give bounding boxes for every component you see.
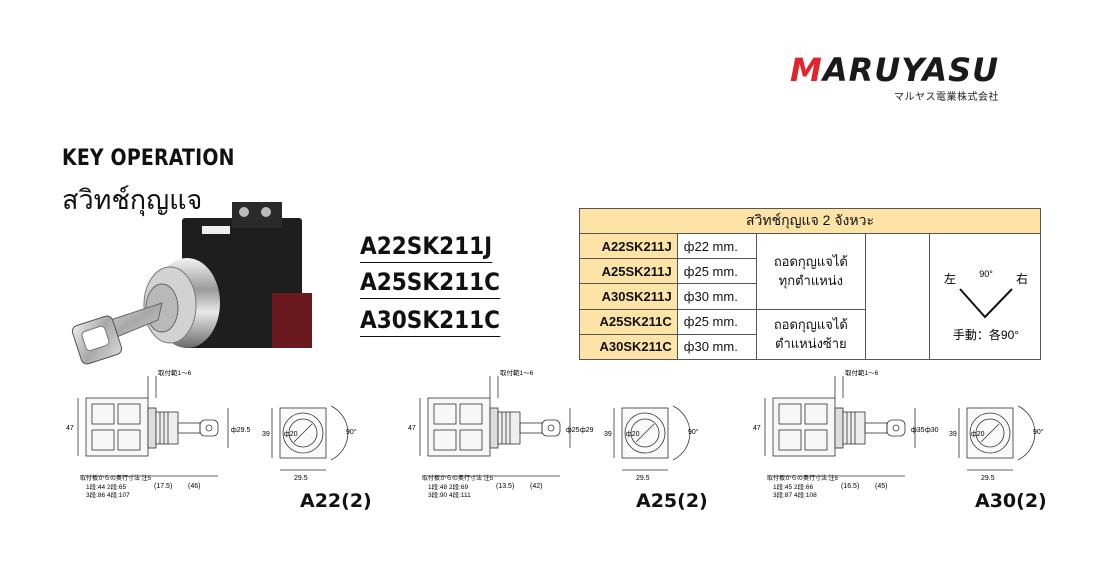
table-row: A25SK211J ф25 mm. xyxy=(579,258,1041,285)
dim-angle: 90° xyxy=(346,428,357,436)
table-row: A30SK211C ф30 mm. xyxy=(579,333,1041,361)
dim-diameter: ф29.5 xyxy=(231,427,250,434)
table-row: A30SK211J ф30 mm. xyxy=(579,283,1041,310)
desc-line: ทุกตำแหน่ง xyxy=(778,273,844,289)
dim-b: (46) xyxy=(188,483,200,490)
dim-a: (17.5) xyxy=(154,483,172,490)
depth-values: 3段:90 4段:111 xyxy=(428,490,471,498)
logo-word: ARUYASU xyxy=(822,51,1000,89)
desc-line: ถอดกุญแจได้ xyxy=(773,254,848,270)
depth-values: 3段:87 4段:108 xyxy=(773,490,817,498)
desc-line: ตำแหน่งซ้าย xyxy=(775,336,847,352)
page-title: KEY OPERATION xyxy=(62,146,235,171)
technical-drawing-a222: 47 ф29.5 取付範1～6 (17.5) (46) 取付板からの奥行寸法 注… xyxy=(66,368,357,498)
depth-values: 1段:44 2段:65 xyxy=(86,482,126,491)
dim-front-inner: ф20 xyxy=(626,431,640,438)
technical-drawing-a252: 47 ф25 取付範1～6 (13.5) (42) 取付板からの奥行寸法 注5 … xyxy=(408,368,699,498)
product-photo xyxy=(71,202,312,365)
dim-panel-range: 取付範1～6 xyxy=(845,368,879,377)
contact-block-red xyxy=(272,293,312,348)
dim-a: (16.5) xyxy=(841,483,859,490)
dim-panel-range: 取付範1～6 xyxy=(158,368,192,377)
diagram-left: 左 xyxy=(944,271,956,286)
dim-height: 47 xyxy=(66,425,74,432)
drawing-label: A22(2) xyxy=(300,490,372,512)
v-arrow-icon xyxy=(959,287,1013,319)
dim-diameter-2: ф30 xyxy=(925,427,939,434)
dim-front-height: 39 xyxy=(604,431,612,438)
dim-diameter: ф35 xyxy=(911,427,925,434)
dim-front-width: 29.5 xyxy=(294,475,308,482)
depth-values: 1段:45 2段:66 xyxy=(773,482,813,491)
page-subtitle-thai: สวิทช์กุญแจ xyxy=(62,185,203,216)
technical-drawing-a302: 47 ф35 取付範1～6 (16.5) (45) 取付板からの奥行寸法 注5 … xyxy=(753,368,1044,498)
dim-front-height: 39 xyxy=(949,431,957,438)
dim-diameter-2: ф29 xyxy=(580,427,594,434)
diagram-note: 手動：各90° xyxy=(953,327,1019,342)
dim-height: 47 xyxy=(408,425,416,432)
spec-table-header: สวิทช์กุญแจ 2 จังหวะ xyxy=(579,207,1041,235)
terminal-screws xyxy=(232,202,282,228)
table-cell-diameter: ф30 mm. xyxy=(676,333,758,361)
dim-b: (42) xyxy=(530,483,542,490)
depth-note: 取付板からの奥行寸法 注5 xyxy=(80,474,152,482)
dim-front-height: 39 xyxy=(262,431,270,438)
table-cell-diameter: ф25 mm. xyxy=(676,258,758,285)
table-cell-blank xyxy=(864,233,930,360)
depth-note: 取付板からの奥行寸法 注5 xyxy=(767,474,839,482)
table-cell-diameter: ф25 mm. xyxy=(676,308,758,335)
model-name: A25SK211C xyxy=(360,268,501,299)
maruyasu-logo: MARUYASU マルヤス電業株式会社 xyxy=(790,51,1020,103)
model-name: A30SK211C xyxy=(360,306,501,337)
depth-values: 1段:48 2段:69 xyxy=(428,482,468,491)
dim-a: (13.5) xyxy=(496,483,514,490)
logo-m: M xyxy=(790,51,823,89)
logo-company-jp: マルヤス電業株式会社 xyxy=(894,92,999,103)
dim-b: (45) xyxy=(875,483,887,490)
table-row: A22SK211J ф22 mm. ถอดกุญแจได้ ทุกตำแหน่ง… xyxy=(579,233,1042,360)
table-cell-diameter: ф22 mm. xyxy=(676,233,758,260)
diagram-right: 右 xyxy=(1016,271,1028,286)
table-cell-model: A25SK211J xyxy=(579,258,678,285)
dim-front-width: 29.5 xyxy=(981,475,995,482)
diagram-angle: 90° xyxy=(979,269,993,279)
table-cell-desc-c: ถอดกุญแจได้ ตำแหน่งซ้าย xyxy=(756,308,866,361)
table-cell-model: A30SK211C xyxy=(579,333,678,361)
table-cell-model: A25SK211C xyxy=(579,308,678,335)
dim-panel-range: 取付範1～6 xyxy=(500,368,534,377)
dim-diameter: ф25 xyxy=(566,427,580,434)
depth-note: 取付板からの奥行寸法 注5 xyxy=(422,474,494,482)
table-cell-diameter: ф30 mm. xyxy=(676,283,758,310)
table-cell-model: A22SK211J xyxy=(579,233,678,260)
dim-angle: 90° xyxy=(688,428,699,436)
drawing-label: A30(2) xyxy=(975,490,1047,512)
dim-front-inner: ф20 xyxy=(284,431,298,438)
key-position-diagram: 左 90° 右 手動：各90° xyxy=(928,233,1042,360)
table-cell-desc-j: ถอดกุญแจได้ ทุกตำแหน่ง xyxy=(756,233,866,310)
model-name: A22SK211J xyxy=(360,232,493,263)
depth-values: 3段:86 4段:107 xyxy=(86,490,130,498)
table-cell-model: A30SK211J xyxy=(579,283,678,310)
spec-table: สวิทช์กุญแจ 2 จังหวะ A22SK211J ф22 mm. ถ… xyxy=(579,207,1042,361)
drawing-label: A25(2) xyxy=(636,490,708,512)
dim-height: 47 xyxy=(753,425,761,432)
dim-front-inner: ф20 xyxy=(971,431,985,438)
dim-front-width: 29.5 xyxy=(636,475,650,482)
dim-angle: 90° xyxy=(1033,428,1044,436)
desc-line: ถอดกุญแจได้ xyxy=(773,317,848,333)
